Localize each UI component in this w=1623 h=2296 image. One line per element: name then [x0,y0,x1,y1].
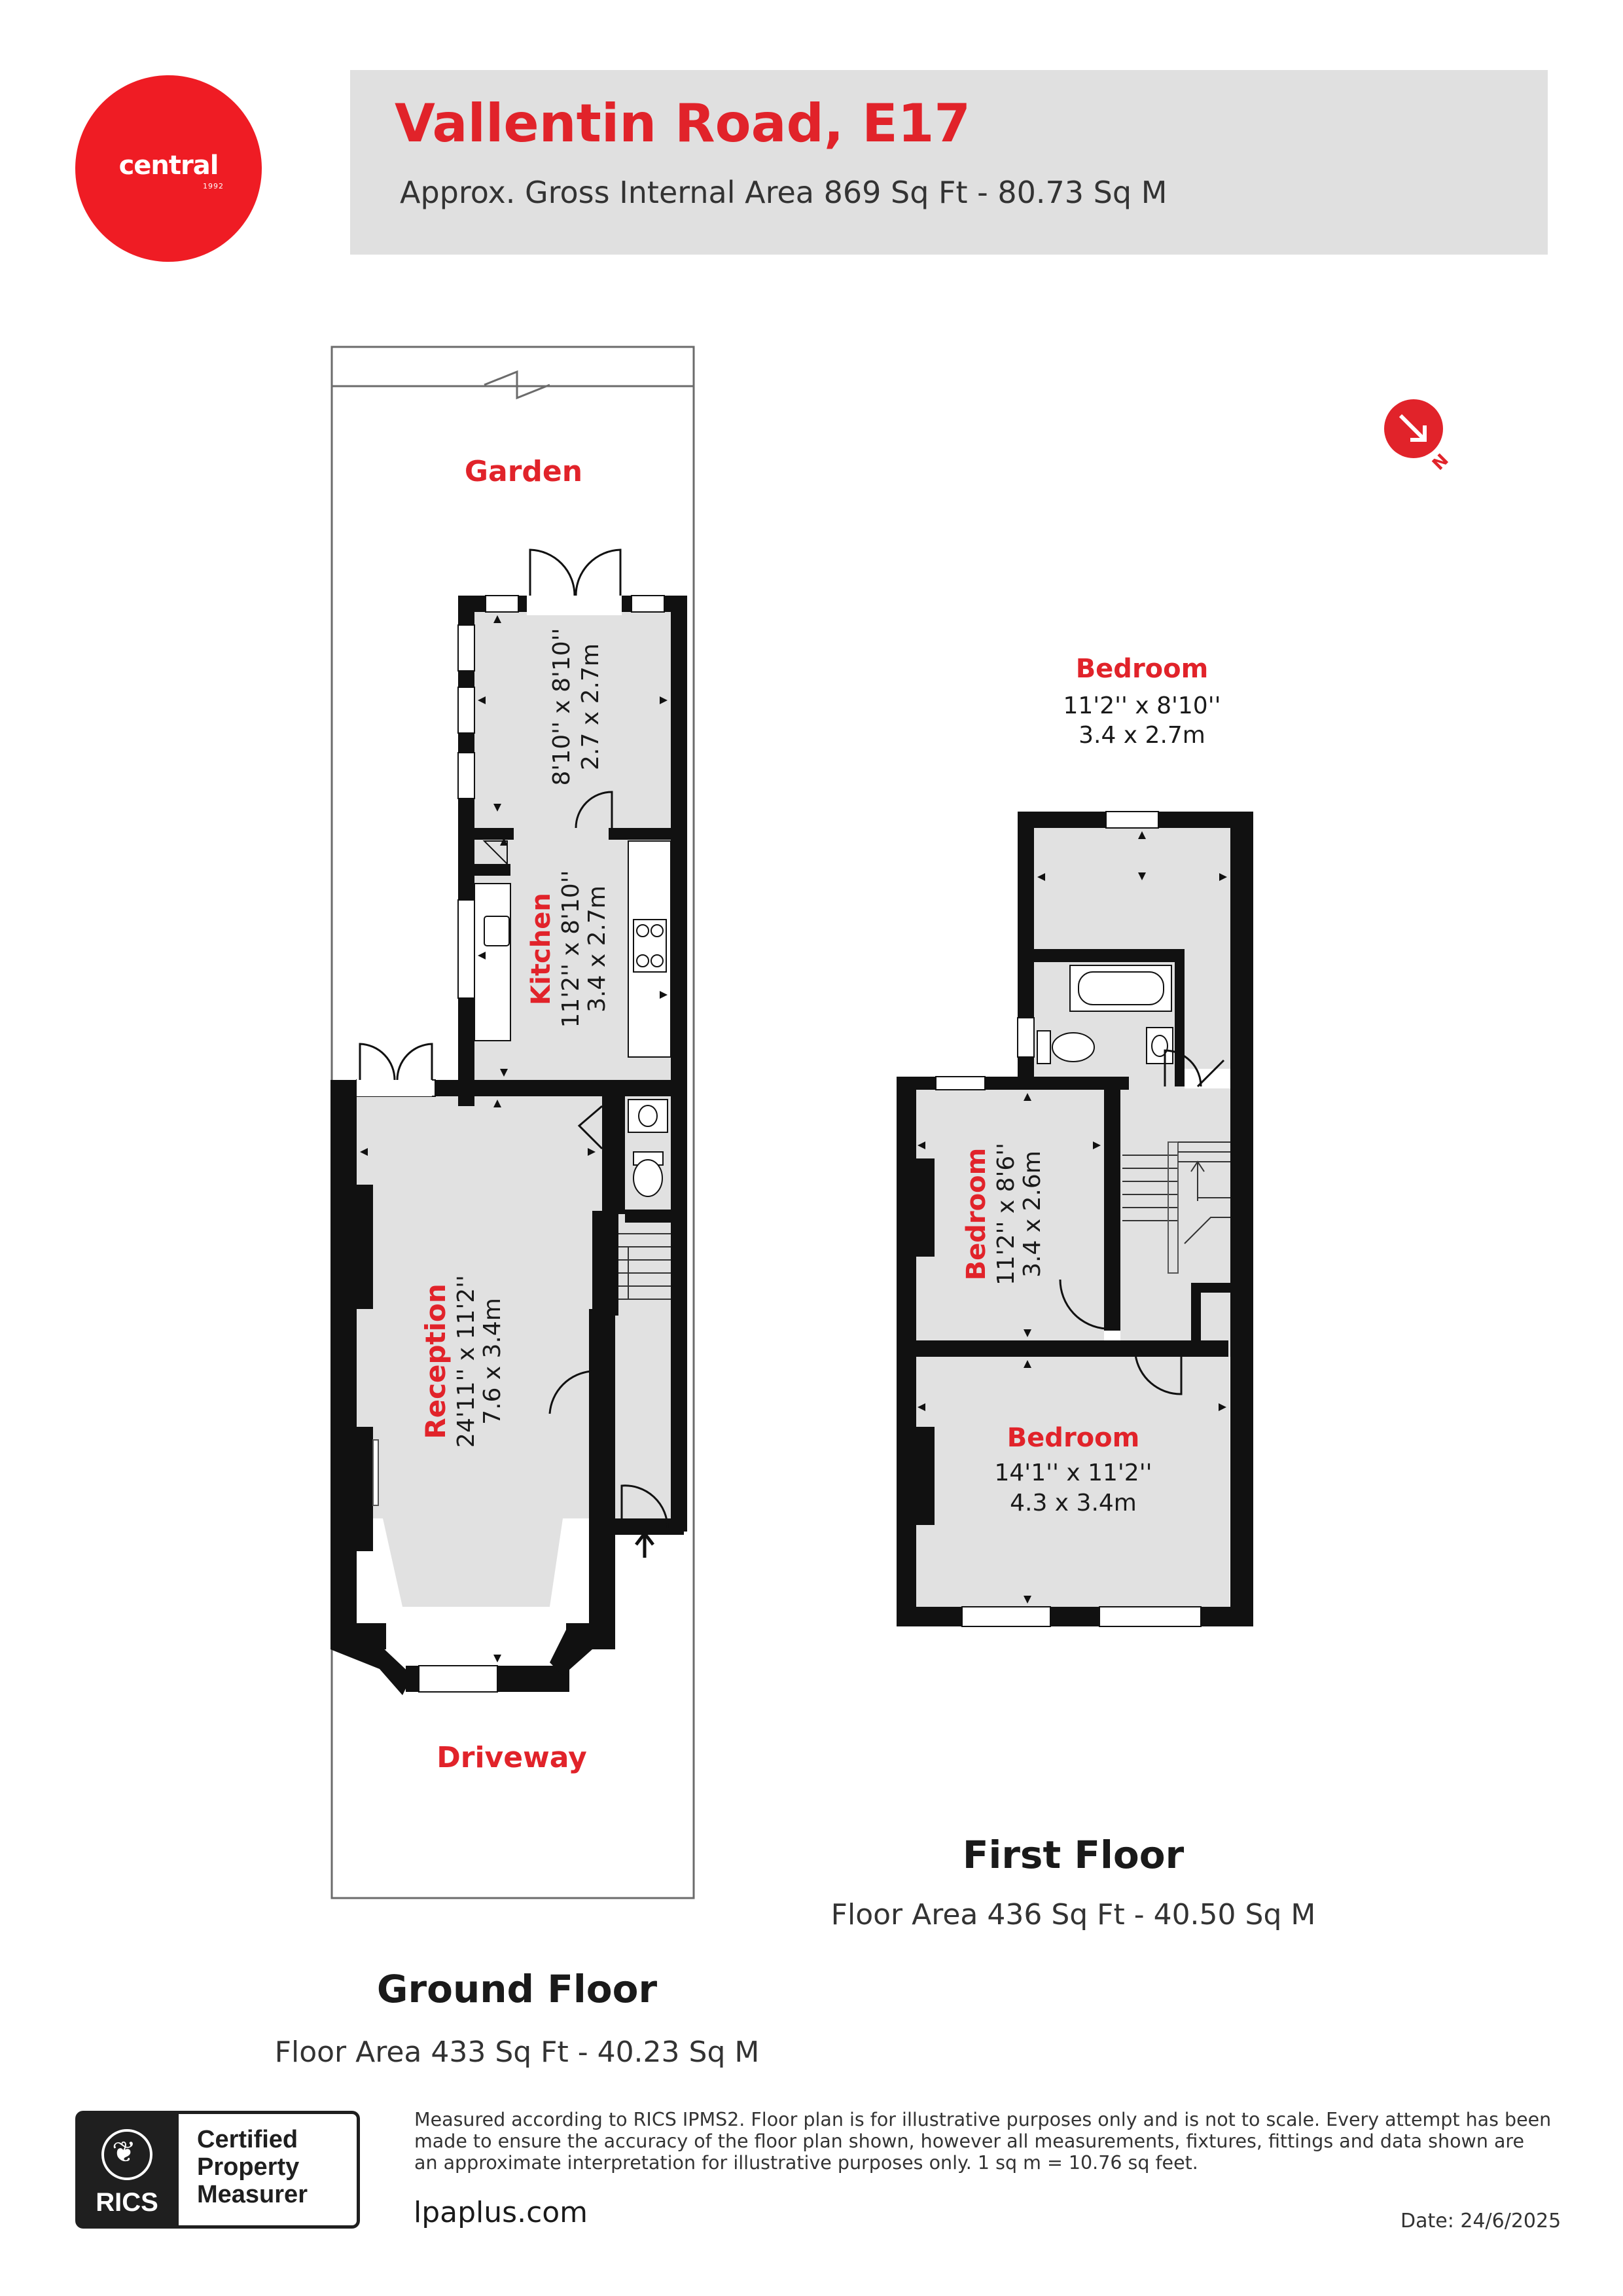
rics-certification: Certified Property Measurer [179,2111,360,2229]
garden-label: Garden [465,455,582,488]
rics-org: RICS [96,2188,158,2217]
wc-fittings [628,1099,668,1197]
bedroom-middle-dims-imperial: 11'2'' x 8'6'' [993,1143,1020,1285]
kitchen-dims-metric: 3.4 x 2.7m [584,886,611,1013]
ground-doors [548,791,669,1529]
disclaimer-text: Measured according to RICS IPMS2. Floor … [414,2109,1552,2174]
first-floor-title: First Floor [962,1833,1185,1877]
first-floor-plan: Bedroom 11'2'' x 8'10'' 3.4 x 2.7m Bedro… [897,654,1253,1627]
conservatory-dims: 8'10'' x 8'10'' 2.7 x 2.7m [548,628,604,786]
bedroom-rear-name: Bedroom [1076,654,1209,684]
ground-floor-plan: Garden Driveway 8'10'' x 8'10'' 2.7 x 2.… [330,346,695,1899]
badge-line-1: Certified [197,2126,298,2153]
fireplace-hearth [372,1439,379,1506]
reception-dims-metric: 7.6 x 3.4m [479,1298,506,1425]
rics-lion-icon [101,2129,152,2180]
rics-mark: RICS [75,2111,179,2229]
first-floor-area: Floor Area 436 Sq Ft - 40.50 Sq M [830,1898,1316,1931]
kitchen-label-group: Kitchen 11'2'' x 8'10'' 3.4 x 2.7m [526,870,611,1028]
property-title: Vallentin Road, E17 [395,93,971,154]
bedroom-middle-floor [914,1088,1104,1340]
bedroom-front-label-group: Bedroom 14'1'' x 11'2'' 4.3 x 3.4m [995,1423,1152,1516]
first-stairs [1122,1141,1230,1274]
bedroom-middle-name: Bedroom [961,1148,991,1281]
north-label: N [1429,450,1453,475]
logo-text: central [118,151,219,181]
north-arrow-icon: N [1384,399,1453,475]
conservatory-dims-imperial: 8'10'' x 8'10'' [548,628,575,786]
kitchen-fittings [474,840,671,1058]
reception-label-group: Reception 24'11'' x 11'2'' 7.6 x 3.4m [419,1275,506,1448]
gross-area: Approx. Gross Internal Area 869 Sq Ft - … [400,175,1168,210]
bedroom-front-floor [914,1357,1230,1609]
central-logo: central 1992 [75,75,262,262]
landing-floor [1120,1088,1230,1357]
ground-floor-title: Ground Floor [376,1967,658,2011]
logo-year: 1992 [203,182,224,190]
bedroom-front-dims-imperial: 14'1'' x 11'2'' [995,1460,1152,1486]
bedroom-middle-label-group: Bedroom 11'2'' x 8'6'' 3.4 x 2.6m [961,1143,1046,1285]
bedroom-rear-dims-metric: 3.4 x 2.7m [1079,722,1205,749]
kitchen-dims-imperial: 11'2'' x 8'10'' [558,870,584,1028]
conservatory-floor [474,612,671,828]
reception-dims-imperial: 24'11'' x 11'2'' [453,1275,480,1448]
french-door-icon [357,548,622,1096]
reception-name: Reception [419,1283,452,1439]
bedroom-front-dims-metric: 4.3 x 3.4m [1010,1490,1137,1516]
reception-floor [357,1095,602,1607]
stairs-floor [615,1224,671,1309]
plan-date: Date: 24/6/2025 [1400,2210,1561,2233]
website-link[interactable]: lpaplus.com [414,2196,588,2229]
ground-stairs [618,1233,671,1300]
ground-measure-ticks [360,615,668,1662]
garden-gate-icon [484,370,550,400]
rear-fence [330,346,695,387]
bedroom-rear-dims-imperial: 11'2'' x 8'10'' [1063,692,1221,719]
first-measure-ticks [918,831,1227,1604]
driveway-label: Driveway [437,1741,587,1774]
entrance-arrow-icon [635,1530,654,1558]
bedroom-front-name: Bedroom [1007,1423,1140,1453]
first-windows [935,811,1202,1627]
ground-floor-area: Floor Area 433 Sq Ft - 40.23 Sq M [274,2036,760,2069]
bedroom-rear-label-group: Bedroom 11'2'' x 8'10'' 3.4 x 2.7m [1063,654,1221,749]
badge-line-2: Property [197,2153,300,2181]
badge-line-3: Measurer [197,2181,308,2208]
conservatory-dims-metric: 2.7 x 2.7m [577,643,604,770]
header-box: Vallentin Road, E17 Approx. Gross Intern… [350,70,1548,255]
bedroom-middle-dims-metric: 3.4 x 2.6m [1019,1151,1046,1278]
rics-badge: RICS Certified Property Measurer [75,2111,360,2229]
kitchen-name: Kitchen [526,893,556,1005]
first-doors [1059,1049,1225,1395]
bathroom-fittings [1037,965,1173,1064]
